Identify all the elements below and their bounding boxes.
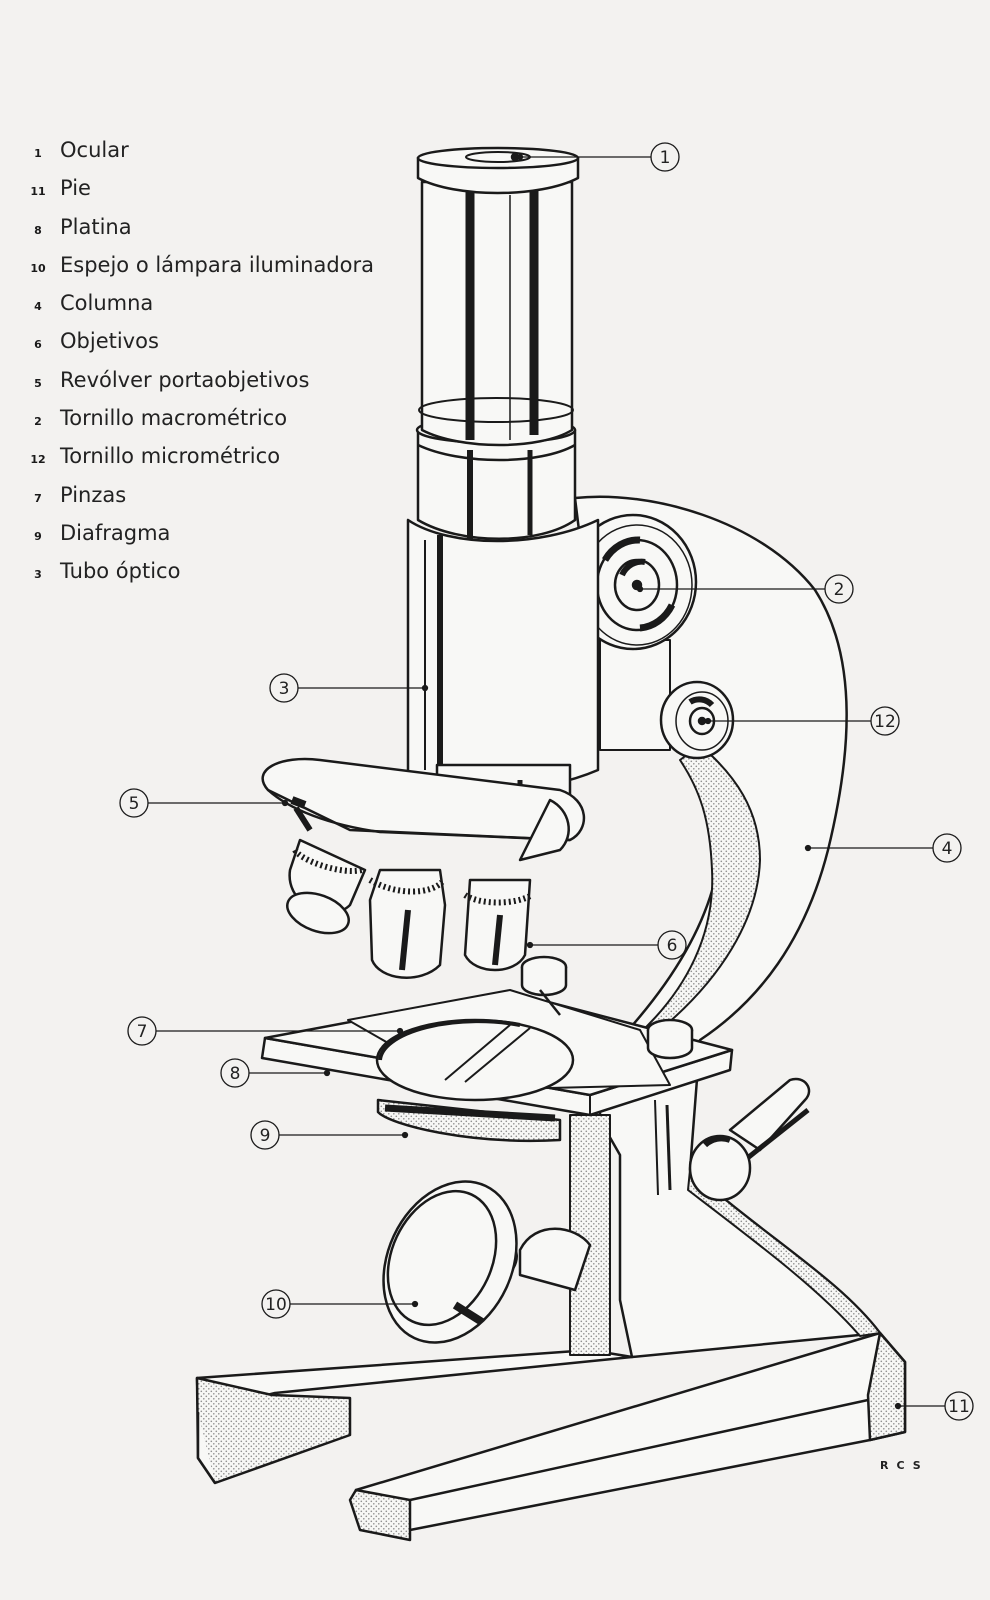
callout-7: 7 bbox=[127, 1016, 404, 1046]
callout-1: 1 bbox=[516, 142, 680, 172]
legend-label: Revólver portaobjetivos bbox=[60, 367, 310, 392]
legend-label: Objetivos bbox=[60, 329, 159, 354]
callout-2-label: 2 bbox=[834, 580, 845, 600]
legend-number: 2 bbox=[34, 415, 42, 429]
stage bbox=[260, 989, 734, 1196]
legend-number: 5 bbox=[34, 376, 42, 390]
legend-number: 9 bbox=[34, 529, 42, 543]
legend-label: Pinzas bbox=[60, 482, 127, 507]
callout-12-label: 12 bbox=[874, 712, 896, 732]
callout-4: 4 bbox=[804, 833, 962, 863]
callout-7-label: 7 bbox=[137, 1022, 148, 1042]
callout-6: 6 bbox=[526, 930, 687, 960]
legend-number: 4 bbox=[34, 300, 42, 314]
callout-8: 8 bbox=[220, 1058, 331, 1088]
legend-number: 1 bbox=[34, 147, 42, 160]
callout-5-label: 5 bbox=[129, 794, 140, 814]
diaphragm bbox=[376, 1098, 562, 1142]
objectives bbox=[286, 838, 534, 979]
side-lever bbox=[688, 1077, 811, 1202]
callout-12: 12 bbox=[704, 706, 900, 736]
callout-4-label: 4 bbox=[942, 839, 953, 859]
revolver bbox=[261, 757, 586, 862]
legend-label: Diafragma bbox=[60, 520, 171, 545]
legend-label: Ocular bbox=[60, 138, 129, 162]
callout-2: 2 bbox=[636, 574, 854, 604]
mirror bbox=[382, 1180, 592, 1344]
column bbox=[569, 495, 882, 1359]
legend-label: Tornillo micrométrico bbox=[60, 444, 281, 469]
callout-6-label: 6 bbox=[667, 936, 678, 956]
legend-number: 11 bbox=[30, 185, 46, 199]
micrometric-screw bbox=[659, 680, 735, 760]
legend-label: Tornillo macrométrico bbox=[60, 406, 288, 431]
foot bbox=[195, 1331, 907, 1542]
callout-3-label: 3 bbox=[279, 679, 290, 699]
callout-11-label: 11 bbox=[948, 1397, 970, 1417]
legend-label: Columna bbox=[60, 291, 154, 316]
legend-label: Pie bbox=[60, 176, 91, 201]
legend-number: 3 bbox=[34, 568, 42, 582]
clips bbox=[520, 955, 694, 1060]
legend-label: Platina bbox=[60, 214, 132, 239]
callout-11: 11 bbox=[894, 1391, 974, 1421]
callout-1-label: 1 bbox=[660, 148, 671, 168]
callout-5: 5 bbox=[119, 788, 289, 818]
callout-3: 3 bbox=[269, 673, 429, 703]
callout-8-label: 8 bbox=[230, 1064, 241, 1084]
legend-number: 12 bbox=[30, 453, 46, 467]
legend-number: 7 bbox=[34, 491, 42, 505]
callout-9-label: 9 bbox=[260, 1126, 271, 1146]
callout-9: 9 bbox=[250, 1120, 409, 1150]
legend-label: Tubo óptico bbox=[60, 559, 181, 584]
callout-10-label: 10 bbox=[265, 1295, 287, 1315]
callout-10: 10 bbox=[261, 1289, 419, 1319]
legend-number: 10 bbox=[30, 261, 46, 275]
ocular bbox=[415, 146, 580, 540]
legend-label: Espejo o lámpara iluminadora bbox=[60, 252, 375, 277]
legend-number: 8 bbox=[34, 223, 42, 237]
legend-number: 6 bbox=[34, 338, 42, 352]
artist-signature: RCS bbox=[880, 1459, 929, 1472]
